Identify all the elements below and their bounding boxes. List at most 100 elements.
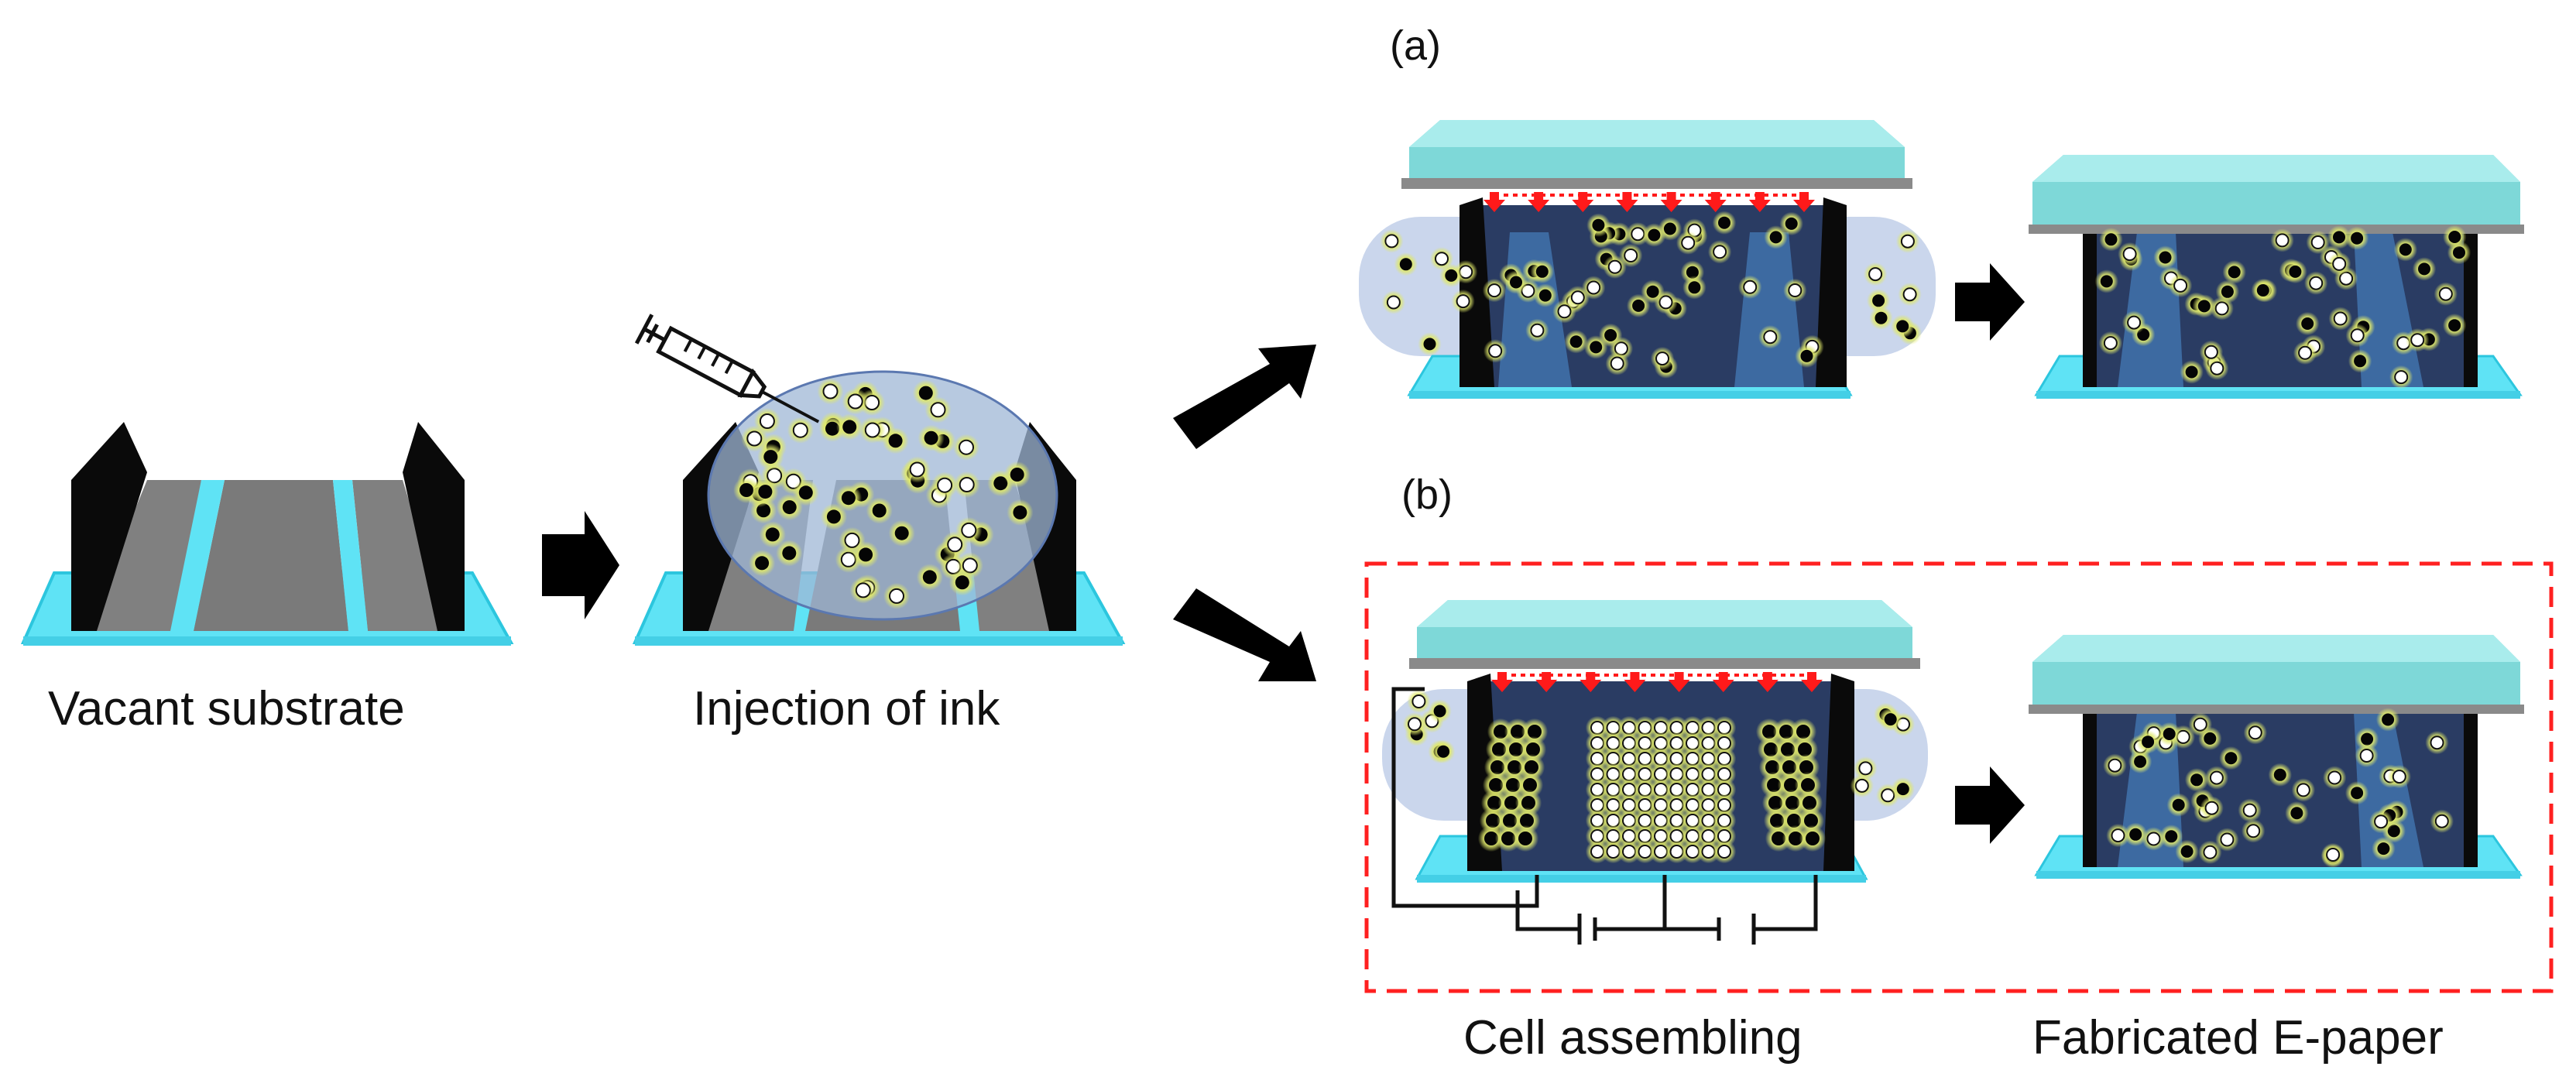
- black-particle: [2290, 807, 2303, 820]
- white-particle: [2374, 814, 2389, 829]
- ink-particles: [1380, 211, 1923, 379]
- white-particle: [844, 532, 860, 548]
- black-particle: [1445, 269, 1458, 282]
- black-particle: [739, 483, 754, 497]
- white-particle: [1717, 845, 1731, 859]
- ink-particles: [2094, 225, 2471, 389]
- black-particle: [1884, 713, 1897, 726]
- black-particle: [1872, 294, 1885, 307]
- black-particle: [924, 430, 938, 445]
- force-arrow-icon: [1712, 672, 1734, 692]
- white-particle: [930, 402, 946, 418]
- black-particle: [1799, 760, 1813, 774]
- white-particle: [2248, 725, 2262, 740]
- black-particle: [1504, 796, 1518, 810]
- white-particle: [1858, 761, 1873, 776]
- black-particle: [1785, 217, 1798, 230]
- black-particle: [1798, 742, 1812, 756]
- white-particle: [1607, 259, 1622, 274]
- black-particle: [2159, 251, 2172, 264]
- substrate-bottom-edge: [23, 636, 511, 646]
- white-particle: [2392, 770, 2406, 784]
- white-particle: [2146, 832, 2161, 846]
- white-particle: [1384, 234, 1399, 249]
- black-particle: [2172, 798, 2185, 811]
- black-particle: [1528, 725, 1542, 739]
- white-particle: [1713, 245, 1727, 259]
- electrode-beam: [1734, 232, 1804, 387]
- force-arrow-icon: [1793, 192, 1815, 212]
- black-particle: [2197, 300, 2211, 313]
- black-particle: [755, 556, 770, 571]
- white-particle: [959, 439, 974, 455]
- white-particle: [2214, 301, 2229, 316]
- white-particle: [961, 522, 977, 538]
- panel-b-dashed-box: [1364, 561, 2554, 993]
- white-particle: [2275, 233, 2290, 248]
- substrate-bottom-edge: [2036, 871, 2520, 879]
- black-particle: [1010, 468, 1024, 482]
- black-particle: [2351, 231, 2364, 245]
- black-particle: [2224, 752, 2238, 765]
- white-particle: [889, 588, 904, 604]
- force-arrows: [1484, 192, 1815, 212]
- black-particle: [1772, 832, 1785, 845]
- white-particle: [2210, 361, 2224, 375]
- black-particle: [2448, 319, 2461, 332]
- black-particle: [1013, 505, 1027, 519]
- black-particle: [1769, 231, 1782, 244]
- top-plate-top: [1409, 120, 1905, 147]
- white-particle: [2309, 276, 2324, 290]
- white-particle: [937, 477, 953, 493]
- black-particle: [1521, 796, 1535, 810]
- white-particle: [2103, 336, 2118, 351]
- force-arrow-icon: [1484, 192, 1505, 212]
- white-particle: [2434, 814, 2449, 828]
- black-particle: [1762, 725, 1776, 739]
- black-particle: [888, 434, 903, 448]
- black-particle: [993, 476, 1008, 491]
- black-particle: [2273, 768, 2286, 781]
- black-particle: [2382, 713, 2395, 726]
- white-particle: [2108, 758, 2122, 773]
- force-arrows: [1491, 672, 1823, 692]
- white-particle: [1570, 290, 1585, 305]
- top-plate-bottom-edge: [1409, 658, 1920, 669]
- black-particle: [2361, 732, 2374, 746]
- black-particle: [1490, 760, 1504, 774]
- black-particle: [1509, 742, 1523, 756]
- white-particle: [1586, 280, 1601, 295]
- white-particle: [847, 393, 863, 410]
- black-particle: [1492, 742, 1506, 756]
- substrate-channel-left: [170, 480, 225, 631]
- force-arrow-icon: [1535, 672, 1558, 692]
- white-particle: [2438, 286, 2453, 301]
- substrate-channel-right: [333, 480, 368, 631]
- white-particle: [2173, 278, 2188, 293]
- black-particle: [918, 386, 933, 400]
- white-particle: [759, 413, 775, 429]
- black-particle: [2351, 787, 2364, 800]
- white-particle: [2209, 770, 2224, 785]
- black-particle: [2228, 266, 2241, 279]
- black-particle: [2185, 365, 2198, 379]
- white-particle: [2333, 311, 2348, 326]
- black-particle: [782, 546, 797, 561]
- force-arrow-icon: [1580, 672, 1602, 692]
- black-particle: [782, 500, 797, 515]
- black-particle: [2180, 845, 2194, 858]
- top-plate-bottom-edge: [1401, 178, 1912, 189]
- white-particle: [1658, 295, 1673, 310]
- black-particle: [1646, 285, 1659, 298]
- top-plate-top: [1417, 600, 1912, 627]
- white-particle: [2296, 783, 2310, 797]
- black-particle: [2301, 317, 2314, 330]
- process-arrow-icon: [1955, 263, 2025, 341]
- electrode-right: [352, 480, 449, 631]
- black-particle: [1648, 228, 1661, 242]
- black-particle: [1806, 832, 1820, 845]
- substrate-bottom-edge: [1409, 391, 1851, 399]
- force-arrow-icon: [1704, 192, 1727, 212]
- white-particle: [2193, 717, 2207, 732]
